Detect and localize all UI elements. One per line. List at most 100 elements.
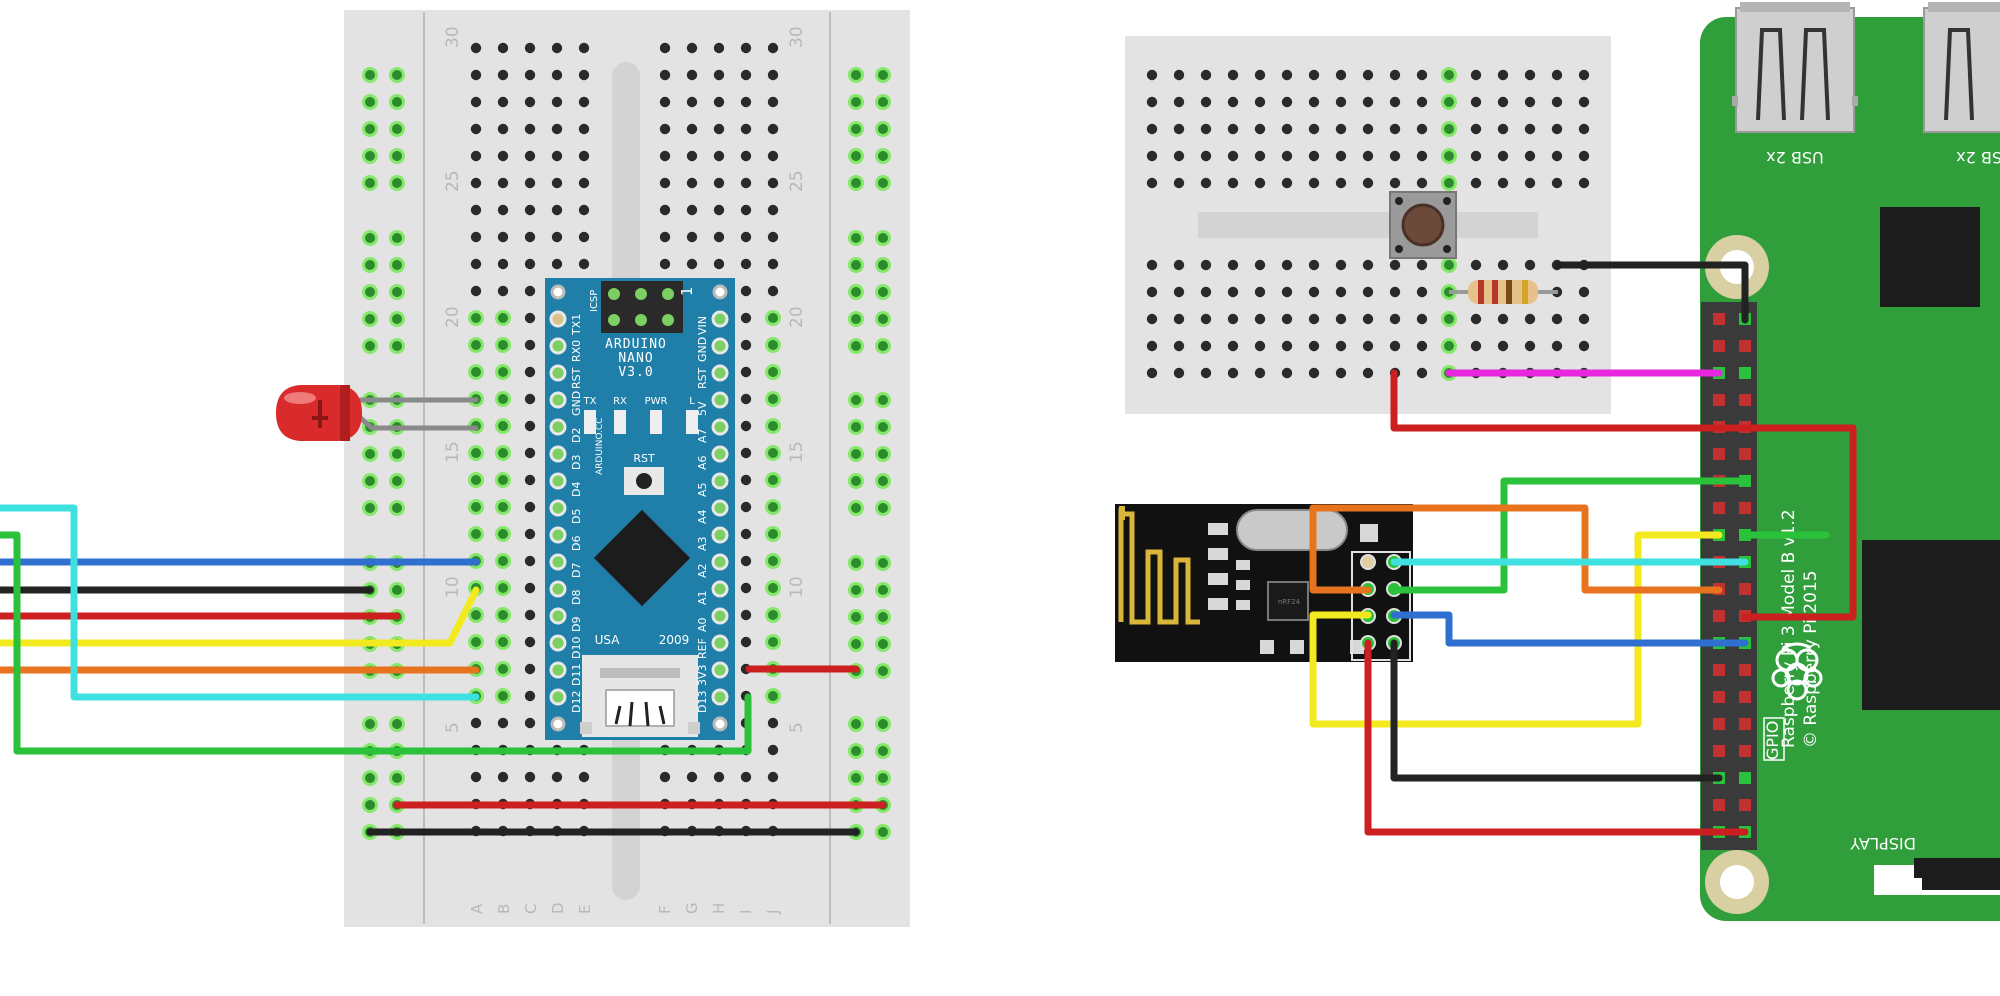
nano-pin-label: D6 (570, 536, 583, 551)
rail-hole (875, 609, 891, 625)
breadboard-hole (497, 123, 509, 135)
breadboard-hole (686, 177, 698, 189)
nano-pin (549, 445, 567, 463)
breadboard-hole (468, 607, 484, 623)
breadboard-hole (1389, 313, 1401, 325)
green-wire (1390, 477, 1749, 594)
breadboard-hole (1254, 286, 1266, 298)
breadboard-hole (551, 204, 563, 216)
breadboard-hole (1146, 286, 1158, 298)
breadboard-hole (659, 177, 671, 189)
breadboard-hole (740, 150, 752, 162)
breadboard-hole (578, 231, 590, 243)
breadboard-hole (1524, 177, 1536, 189)
breadboard-hole (1551, 313, 1563, 325)
breadboard-hole (1362, 150, 1374, 162)
breadboard-hole (740, 312, 752, 324)
nano-pin-label: D12 (570, 691, 583, 713)
breadboard-hole (767, 69, 779, 81)
nano-pin (711, 472, 729, 490)
nano-pin-label: D5 (570, 509, 583, 524)
gpio-pin (1739, 583, 1751, 595)
gpio-pin (1713, 610, 1725, 622)
breadboard-hole (470, 717, 482, 729)
breadboard-hole (1389, 177, 1401, 189)
rail-hole (848, 175, 864, 191)
nano-pin (711, 580, 729, 598)
breadboard-hole (1254, 96, 1266, 108)
breadboard-hole (551, 69, 563, 81)
column-letter: D (549, 902, 567, 914)
breadboard-hole (495, 337, 511, 353)
breadboard-hole (1335, 259, 1347, 271)
breadboard-hole (524, 366, 536, 378)
row-number: 10 (443, 576, 463, 598)
nano-pin (549, 688, 567, 706)
breadboard-hole (524, 636, 536, 648)
breadboard-hole (1254, 123, 1266, 135)
breadboard-hole (470, 123, 482, 135)
breadboard-hole (1227, 150, 1239, 162)
breadboard-hole (1389, 69, 1401, 81)
breadboard-hole (578, 258, 590, 270)
breadboard-hole (1335, 96, 1347, 108)
nano-pin-label: D7 (570, 563, 583, 578)
rail-hole (848, 446, 864, 462)
breadboard-hole (468, 526, 484, 542)
board-title: ARDUINO (605, 337, 667, 352)
nano-pin-label: TX1 (570, 314, 583, 336)
breadboard-hole (1308, 286, 1320, 298)
breadboard-hole (765, 364, 781, 380)
breadboard-hole (1497, 259, 1509, 271)
nano-pin (711, 607, 729, 625)
column-letter: E (576, 905, 594, 914)
row-number: 5 (443, 722, 463, 733)
rail-hole (362, 797, 378, 813)
breadboard-hole (1227, 177, 1239, 189)
rail-hole (875, 121, 891, 137)
breadboard-hole (1173, 150, 1185, 162)
breadboard-hole (765, 553, 781, 569)
breadboard-hole (659, 42, 671, 54)
breadboard-hole (1227, 123, 1239, 135)
nano-pin-label: A6 (696, 455, 709, 470)
breadboard-hole (1470, 69, 1482, 81)
breadboard-hole (1524, 123, 1536, 135)
breadboard-hole (659, 150, 671, 162)
breadboard-hole (1173, 123, 1185, 135)
breadboard-hole (551, 96, 563, 108)
led-label: RX (613, 396, 627, 407)
breadboard-hole (524, 717, 536, 729)
breadboard-hole (767, 285, 779, 297)
rail-hole (875, 94, 891, 110)
red-led (276, 385, 362, 441)
nano-pin-label: D3 (570, 455, 583, 470)
breadboard-hole (1497, 150, 1509, 162)
breadboard-hole (1308, 69, 1320, 81)
breadboard-hole (1389, 150, 1401, 162)
breadboard-hole (1227, 367, 1239, 379)
breadboard-hole (1524, 96, 1536, 108)
nano-pin (711, 418, 729, 436)
nano-pin-label: 3V3 (696, 664, 709, 686)
breadboard-hole (551, 177, 563, 189)
breadboard-hole (1308, 259, 1320, 271)
breadboard-hole (524, 393, 536, 405)
breadboard-hole (470, 231, 482, 243)
rail-hole (362, 500, 378, 516)
breadboard-hole (470, 69, 482, 81)
nano-pin (549, 526, 567, 544)
rail-hole (875, 824, 891, 840)
breadboard-hole (495, 310, 511, 326)
rail-hole (848, 121, 864, 137)
breadboard-hole (1173, 367, 1185, 379)
svg-text:nRF24: nRF24 (1278, 598, 1301, 606)
breadboard-hole (686, 231, 698, 243)
breadboard-hole (1416, 150, 1428, 162)
breadboard-hole (1173, 286, 1185, 298)
breadboard-hole (713, 204, 725, 216)
breadboard-hole (1200, 123, 1212, 135)
breadboard-right (1125, 36, 1611, 414)
rail-hole (389, 473, 405, 489)
breadboard-hole (1578, 340, 1590, 352)
